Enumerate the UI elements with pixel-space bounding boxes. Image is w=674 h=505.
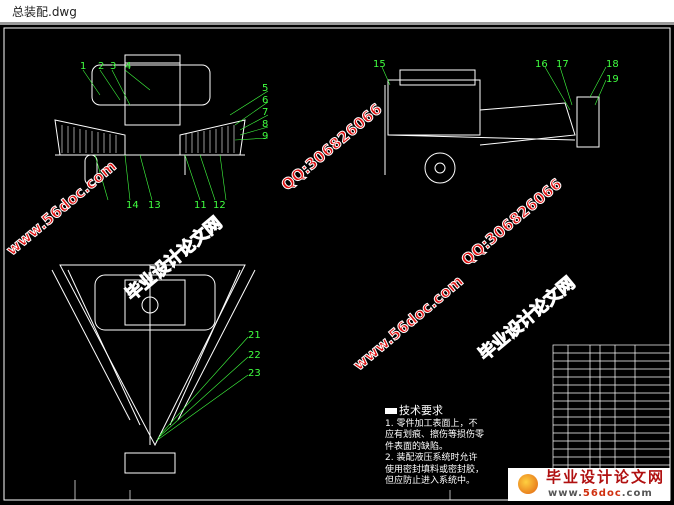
tech-item-2: 2. 装配液压系统时允许使用密封填料或密封胶，但应防止进入系统中。: [385, 453, 485, 486]
plan-view: [51, 264, 256, 474]
front-view: [54, 54, 246, 186]
tech-item-1: 1. 零件加工表面上，不应有划痕、擦伤等损伤零件表面的缺陷。: [385, 418, 485, 452]
logo-globe-icon: [518, 474, 538, 494]
label-5: 5: [262, 83, 268, 94]
site-logo: 毕业设计论文网 www.56doc.com: [508, 468, 670, 501]
label-17: 17: [556, 59, 569, 70]
part-labels-side: 15 16 17 18 19: [373, 59, 619, 85]
label-8: 8: [262, 119, 268, 130]
part-labels-top: 1 2 3 4 5 6 7 8 9 11 12 13 14: [80, 61, 268, 211]
label-18: 18: [606, 59, 619, 70]
logo-url-suffix: .com: [621, 488, 653, 499]
leader-lines-top: [82, 69, 269, 201]
logo-url: www.56doc.com: [548, 488, 653, 500]
label-1: 1: [80, 61, 86, 72]
label-6: 6: [262, 95, 268, 106]
label-2: 2: [98, 61, 104, 72]
label-23: 23: [248, 368, 261, 379]
label-15: 15: [373, 59, 386, 70]
label-7: 7: [262, 107, 268, 118]
technical-requirements: 技术要求 1. 零件加工表面上，不应有划痕、擦伤等损伤零件表面的缺陷。 2. 装…: [385, 405, 485, 488]
drawing-canvas[interactable]: 1 2 3 4 5 6 7 8 9 11 12 13 14 15 16 17 1…: [0, 25, 674, 505]
label-14: 14: [126, 200, 139, 211]
drawing-frame: [3, 27, 671, 501]
logo-text: 毕业设计论文网: [546, 468, 666, 486]
label-21: 21: [248, 330, 261, 341]
logo-url-prefix: www.: [548, 488, 583, 499]
tech-heading: 技术要求: [385, 405, 485, 417]
label-4: 4: [125, 61, 131, 72]
label-22: 22: [248, 350, 261, 361]
label-13: 13: [148, 200, 161, 211]
logo-url-number: 56doc: [582, 488, 622, 499]
file-title: 总装配.dwg: [12, 5, 77, 19]
label-3: 3: [110, 61, 116, 72]
label-12: 12: [213, 200, 226, 211]
cad-drawing: 1 2 3 4 5 6 7 8 9 11 12 13 14 15 16 17 1…: [3, 27, 671, 501]
label-16: 16: [535, 59, 548, 70]
title-bar: 总装配.dwg: [0, 0, 674, 25]
label-19: 19: [606, 74, 619, 85]
part-labels-bottom: 21 22 23: [248, 330, 261, 379]
label-11: 11: [194, 200, 207, 211]
label-9: 9: [262, 131, 268, 142]
side-view: [384, 69, 600, 184]
